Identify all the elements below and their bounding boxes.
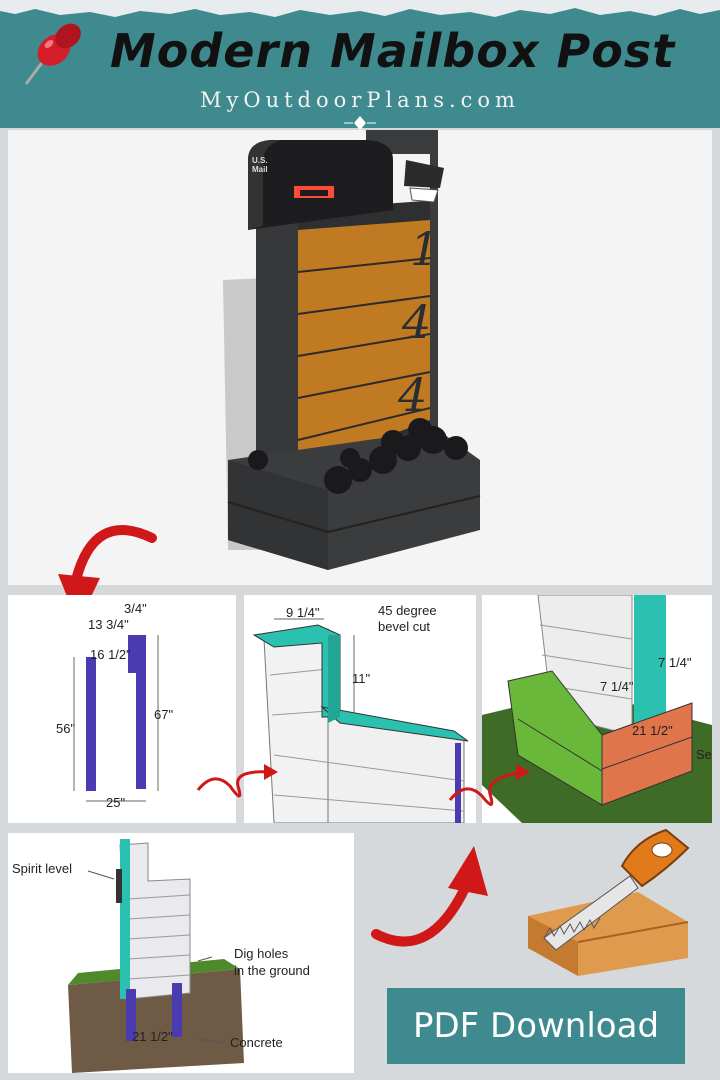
dim-7-1-4-b: 7 1/4" — [600, 679, 634, 694]
dim-11: 11" — [352, 671, 371, 686]
dim-16-1-2: 16 1/2" — [90, 647, 131, 662]
torn-paper-edge — [0, 0, 720, 17]
frame-diagram-panel: 3/4" 13 3/4" 16 1/2" 56" 67" 25" — [8, 595, 236, 823]
swirl-arrow-icon — [196, 764, 278, 798]
dim-top: 3/4" — [124, 601, 147, 616]
pushpin-icon — [24, 23, 81, 85]
dim-67: 67" — [154, 707, 174, 722]
planter-diagram — [482, 595, 712, 823]
install-diagram-panel: Spirit level Dig holes in the ground 21 … — [8, 833, 354, 1073]
curved-arrow-icon — [371, 846, 488, 947]
planter-diagram-panel: 7 1/4" 7 1/4" 21 1/2" Se — [482, 595, 712, 823]
header-banner: Modern Mailbox Post MyOutdoorPlans.com — [0, 0, 720, 130]
dim-7-1-4-a: 7 1/4" — [658, 655, 692, 670]
hero-panel: 1 4 4 U.S. Mail — [8, 130, 712, 585]
dim-21-1-2: 21 1/2" — [632, 723, 673, 738]
concrete-label: Concrete — [230, 1035, 283, 1050]
bevel-note: 45 degree bevel cut — [378, 603, 437, 634]
bevel-diagram — [252, 618, 469, 823]
dim-9-1-4: 9 1/4" — [286, 605, 320, 620]
house-number-1: 1 — [410, 222, 440, 276]
ornament-icon — [344, 116, 376, 130]
page-title: Modern Mailbox Post — [110, 24, 676, 78]
swirl-arrow-icon — [448, 764, 530, 806]
bevel-diagram-panel: 9 1/4" 45 degree bevel cut 11" — [244, 595, 476, 823]
house-number-2: 4 — [402, 295, 432, 349]
site-url: MyOutdoorPlans.com — [200, 88, 520, 112]
dim-56: 56" — [56, 721, 76, 736]
cut-label: Se — [696, 747, 712, 762]
dim-13-3-4: 13 3/4" — [88, 617, 129, 632]
house-number-3: 4 — [398, 368, 428, 422]
install-diagram — [68, 839, 244, 1073]
mailbox-tag: U.S. Mail — [252, 156, 268, 174]
dig-holes-label: Dig holes in the ground — [234, 946, 310, 978]
mailbox-post-render — [223, 130, 481, 570]
dim-25: 25" — [106, 795, 126, 810]
saw-wood-icon — [528, 828, 690, 976]
frame-diagram — [73, 635, 159, 802]
spirit-level-label: Spirit level — [12, 861, 72, 876]
dim-21-1-2-install: 21 1/2" — [132, 1029, 173, 1044]
pdf-download-button[interactable]: PDF Download — [387, 988, 685, 1064]
